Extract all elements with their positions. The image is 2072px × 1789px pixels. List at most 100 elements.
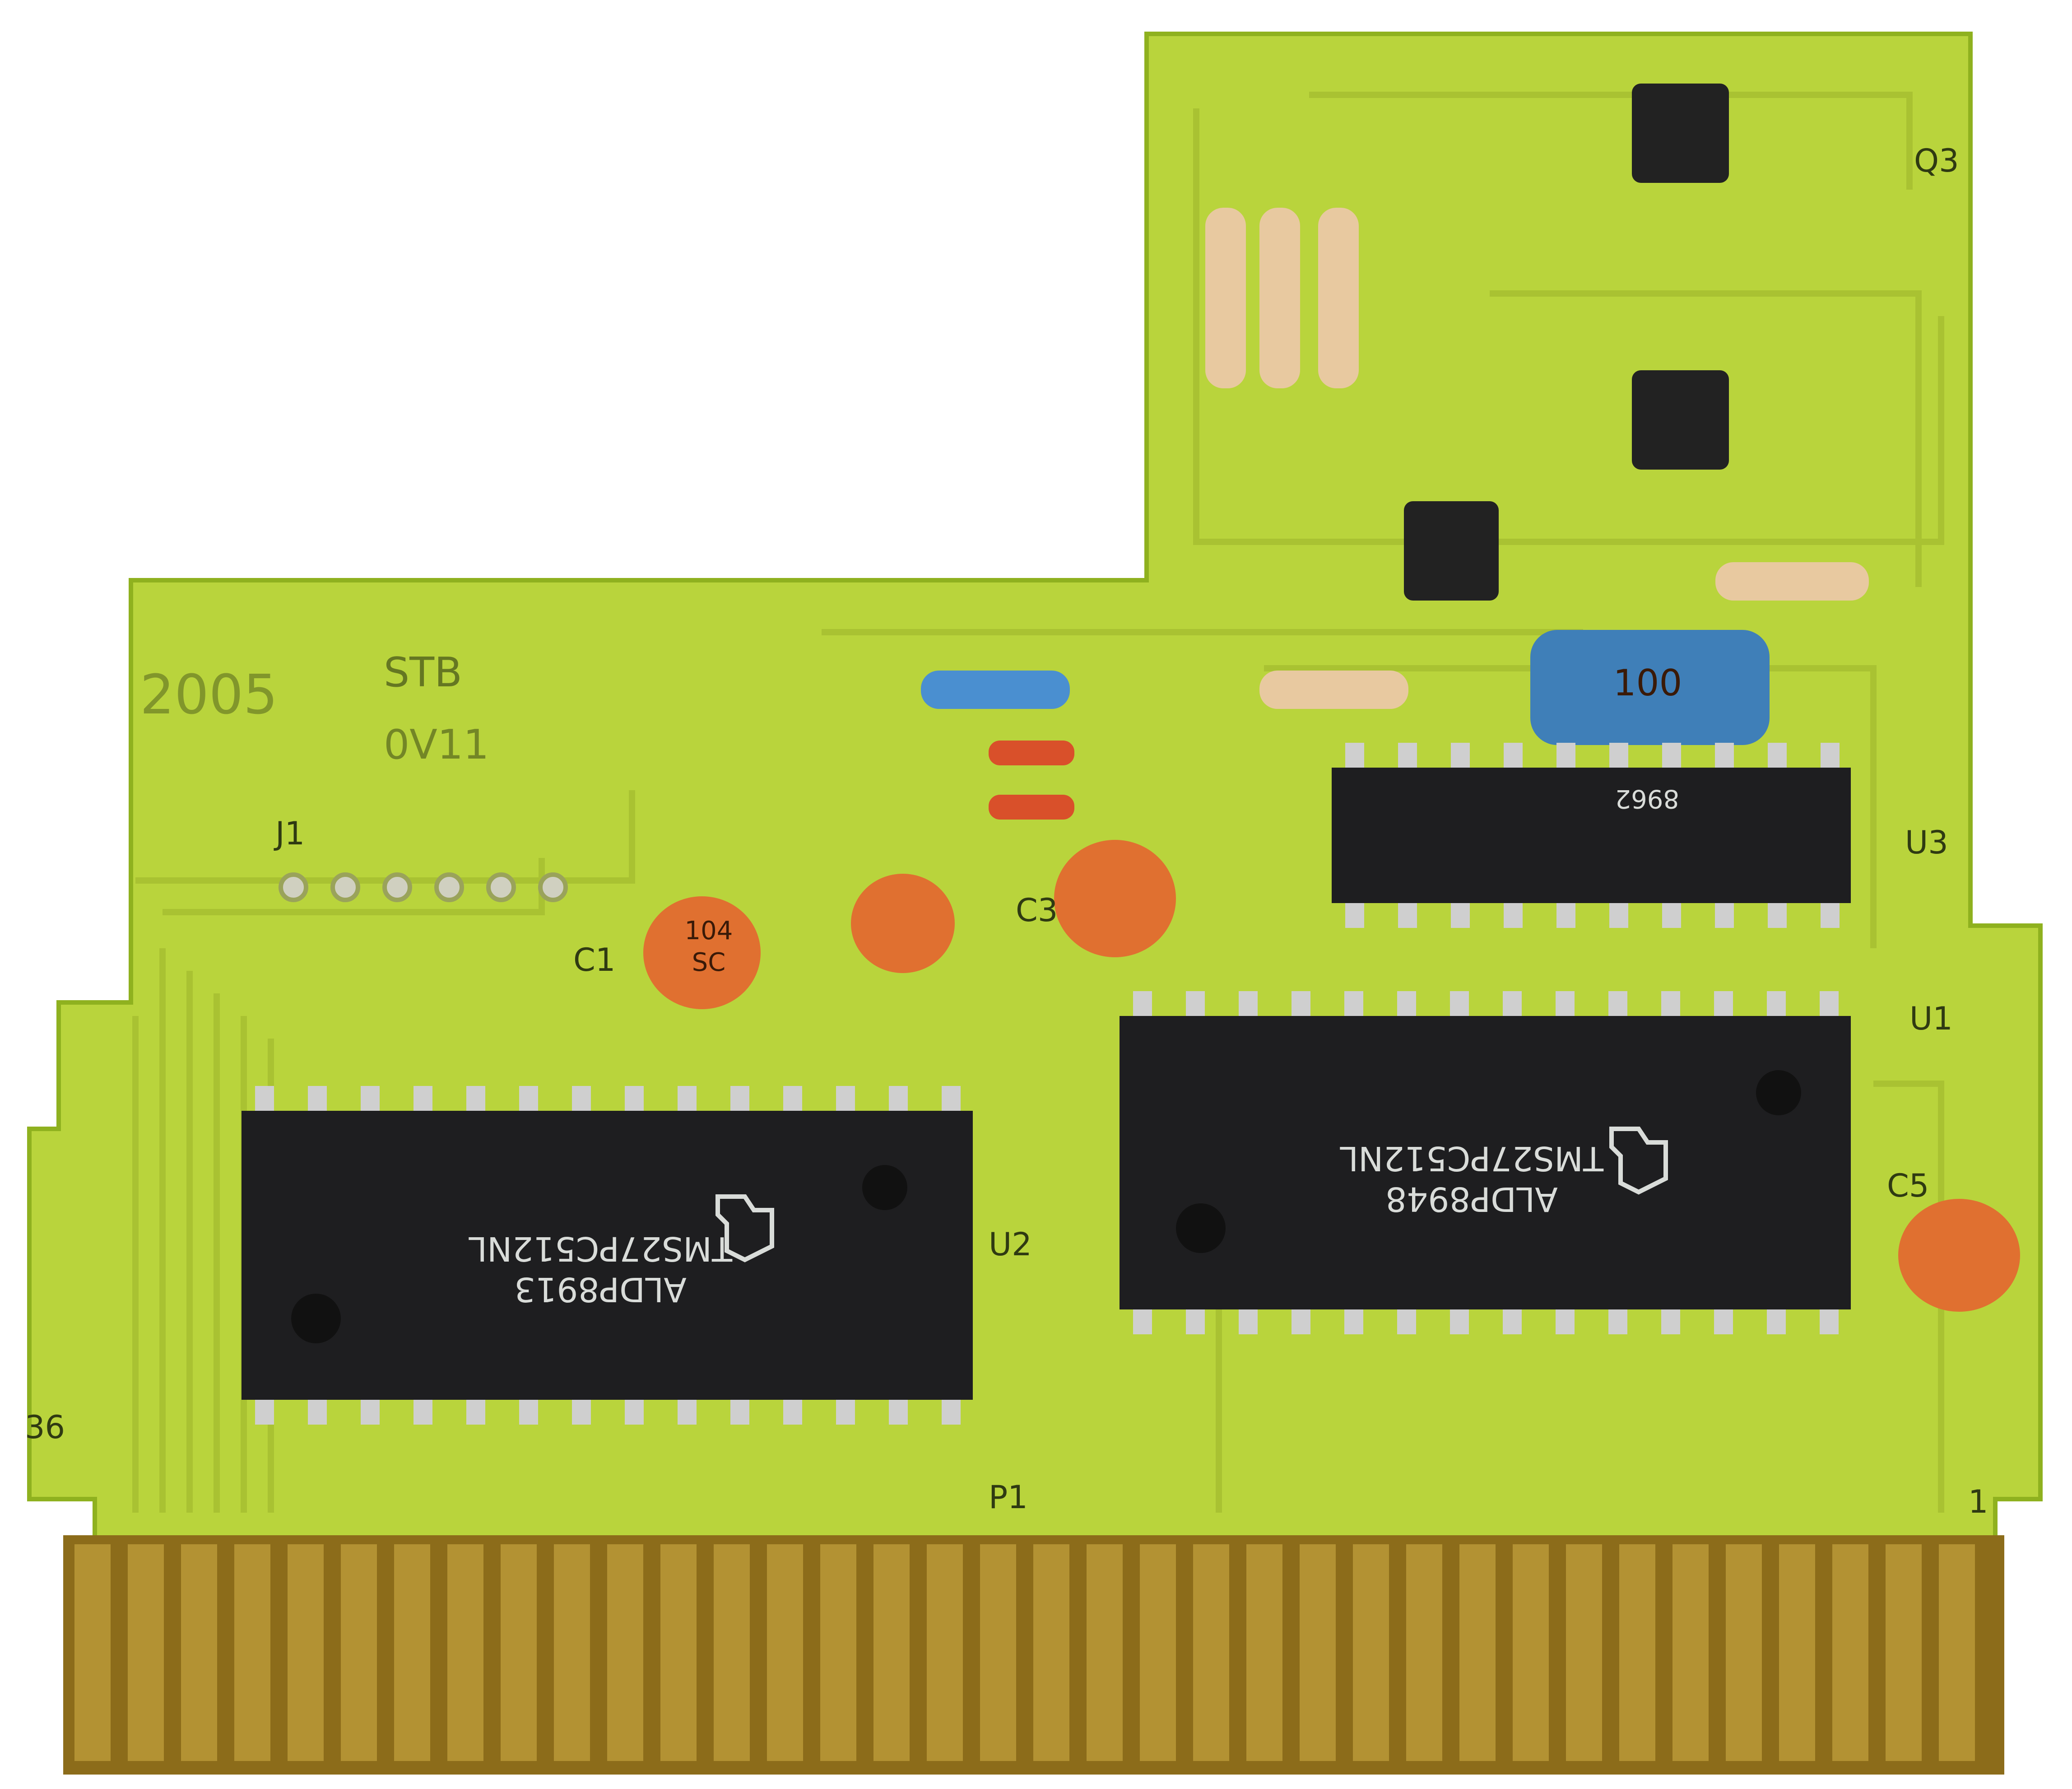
chip-pin	[1397, 991, 1416, 1016]
chip-pin	[361, 1086, 380, 1111]
chip-pin	[1609, 743, 1628, 768]
silk-p1: P1	[989, 1479, 1028, 1516]
chip-pin	[1714, 991, 1733, 1016]
chip-pin	[1504, 903, 1523, 928]
chip-pin	[1398, 743, 1417, 768]
silk-stb: STB	[384, 649, 462, 696]
connector-finger	[341, 1544, 377, 1761]
chip-pin	[1451, 903, 1470, 928]
connector-finger	[1672, 1544, 1709, 1761]
chip-pin	[572, 1086, 591, 1111]
connector-finger	[1033, 1544, 1069, 1761]
chip-pin	[1503, 1309, 1522, 1334]
connector-finger	[1459, 1544, 1496, 1761]
u2-part-number: TMS27PC512NL	[469, 1229, 733, 1268]
chip-pin	[1344, 991, 1363, 1016]
chip-pin	[1451, 743, 1470, 768]
chip-pin	[255, 1400, 274, 1425]
connector-finger	[1246, 1544, 1282, 1761]
diode-1	[989, 741, 1074, 765]
chip-pin	[1504, 743, 1523, 768]
capacitor-c2	[851, 874, 955, 973]
chip-pin	[1345, 743, 1364, 768]
chip-pin	[1450, 1309, 1469, 1334]
chip-pin	[466, 1086, 485, 1111]
connector-finger	[234, 1544, 270, 1761]
chip-u2: TMS27PC512NL ALDP8913	[242, 1111, 973, 1400]
capacitor-c1: 104 SC	[643, 896, 761, 1009]
u1-part-number: TMS27PC512NL	[1340, 1139, 1604, 1178]
silk-j1: J1	[274, 815, 305, 852]
silk-u3: U3	[1905, 824, 1948, 861]
chip-pin	[1821, 743, 1840, 768]
chip-pin	[1714, 1309, 1733, 1334]
connector-finger	[714, 1544, 750, 1761]
chip-pin	[1820, 1309, 1839, 1334]
chip-pin	[466, 1400, 485, 1425]
chip-pin	[1186, 991, 1205, 1016]
connector-finger	[820, 1544, 856, 1761]
chip-pin	[1661, 1309, 1680, 1334]
connector-finger	[447, 1544, 483, 1761]
chip-pin	[1239, 1309, 1258, 1334]
chip-pin	[625, 1400, 644, 1425]
chip-u1: TMS27PC512NL ALDP8948	[1120, 1016, 1851, 1309]
resistor-vertical-3	[1318, 208, 1359, 388]
silk-u1: U1	[1909, 1000, 1953, 1037]
connector-finger	[288, 1544, 324, 1761]
connector-finger	[181, 1544, 217, 1761]
u1-lot-code: ALDP8948	[1385, 1179, 1558, 1218]
chip-pin	[730, 1400, 749, 1425]
transistor-q2	[1632, 370, 1729, 470]
resistor-vertical-1	[1205, 208, 1246, 388]
chip-pin	[1133, 991, 1152, 1016]
connector-finger	[607, 1544, 643, 1761]
chip-pin	[1768, 903, 1787, 928]
capacitor-c3	[1054, 840, 1176, 957]
u2-lot-code: ALDP8913	[514, 1270, 687, 1309]
chip-pin	[1715, 903, 1734, 928]
silk-c3: C3	[1016, 892, 1058, 929]
j1-header-holes	[279, 872, 568, 902]
chip-u3: 8962	[1332, 768, 1851, 903]
chip-pin	[1661, 991, 1680, 1016]
chip-pin	[730, 1086, 749, 1111]
chip-pin	[1767, 1309, 1786, 1334]
chip-pin	[1239, 991, 1258, 1016]
chip-pin	[783, 1086, 802, 1111]
silk-q3: Q3	[1914, 142, 1959, 179]
transistor-q3	[1632, 84, 1729, 183]
ti-logo-icon	[715, 1194, 774, 1263]
chip-pin	[308, 1400, 327, 1425]
silk-c5: C5	[1887, 1167, 1929, 1204]
chip-pin	[1715, 743, 1734, 768]
chip-pin	[1450, 991, 1469, 1016]
chip-pin	[413, 1400, 432, 1425]
chip-pin	[678, 1400, 697, 1425]
chip-pin	[1821, 903, 1840, 928]
connector-finger	[74, 1544, 111, 1761]
electrolytic-capacitor: 100	[1530, 630, 1770, 745]
connector-finger	[767, 1544, 803, 1761]
chip-pin	[361, 1400, 380, 1425]
capacitor-c5	[1898, 1199, 2020, 1312]
chip-pin	[572, 1400, 591, 1425]
chip-pin	[519, 1086, 538, 1111]
resistor-horizontal-r2	[921, 671, 1070, 709]
chip-pin	[942, 1086, 961, 1111]
connector-finger	[1087, 1544, 1123, 1761]
connector-finger	[1939, 1544, 1975, 1761]
chip-pin	[889, 1400, 908, 1425]
chip-pin	[678, 1086, 697, 1111]
connector-finger	[1619, 1544, 1655, 1761]
connector-finger	[1566, 1544, 1602, 1761]
connector-finger	[927, 1544, 963, 1761]
chip-pin	[1345, 903, 1364, 928]
silk-ov: 0V11	[384, 721, 489, 769]
connector-finger	[1886, 1544, 1922, 1761]
connector-finger	[501, 1544, 537, 1761]
connector-finger	[1353, 1544, 1389, 1761]
connector-fingers	[74, 1544, 1975, 1761]
connector-finger	[873, 1544, 910, 1761]
